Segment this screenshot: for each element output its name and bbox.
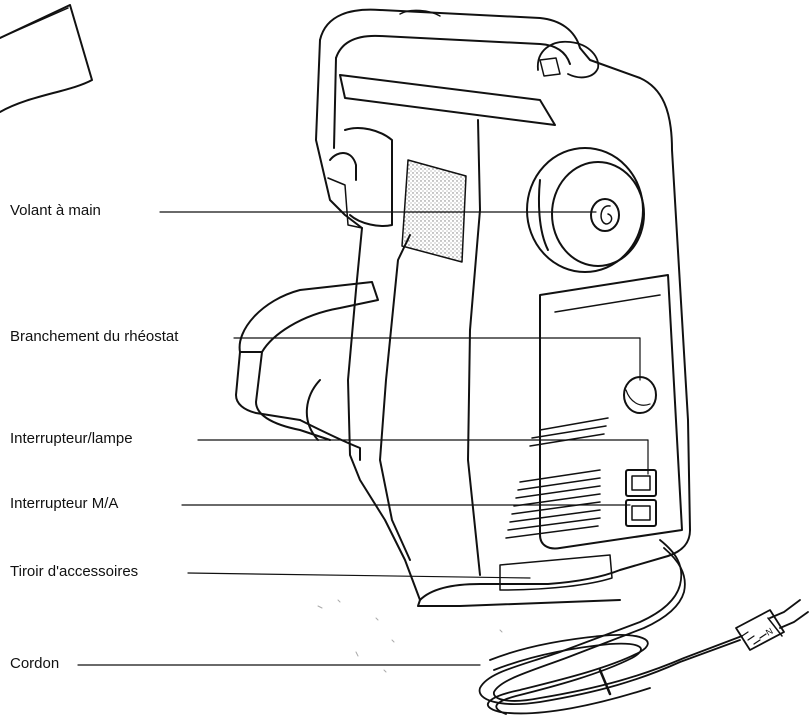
leader-accessory-drawer bbox=[187, 572, 531, 579]
handwheel bbox=[526, 147, 645, 273]
accessory-drawer bbox=[499, 554, 613, 591]
label-power-switch: Interrupteur M/A bbox=[10, 495, 119, 512]
machine-base bbox=[238, 281, 379, 353]
machine-housing bbox=[319, 8, 691, 607]
label-light-switch: Interrupteur/lampe bbox=[10, 430, 133, 447]
light-switch bbox=[625, 469, 657, 497]
svg-text:N: N bbox=[764, 626, 775, 638]
stippled-panel bbox=[401, 159, 467, 263]
label-accessory-drawer: Tiroir d'accessoires bbox=[10, 563, 139, 580]
plug: N bbox=[735, 599, 809, 651]
power-switch bbox=[625, 499, 657, 527]
scan-specks bbox=[317, 599, 503, 673]
power-cord bbox=[478, 539, 743, 715]
leader-lines bbox=[77, 211, 649, 666]
label-handwheel: Volant à main bbox=[10, 202, 101, 219]
label-cord: Cordon bbox=[10, 655, 60, 672]
label-foot-control-socket: Branchement du rhéostat bbox=[10, 328, 179, 345]
corner-object bbox=[0, 4, 93, 113]
foot-control-socket bbox=[623, 376, 657, 414]
